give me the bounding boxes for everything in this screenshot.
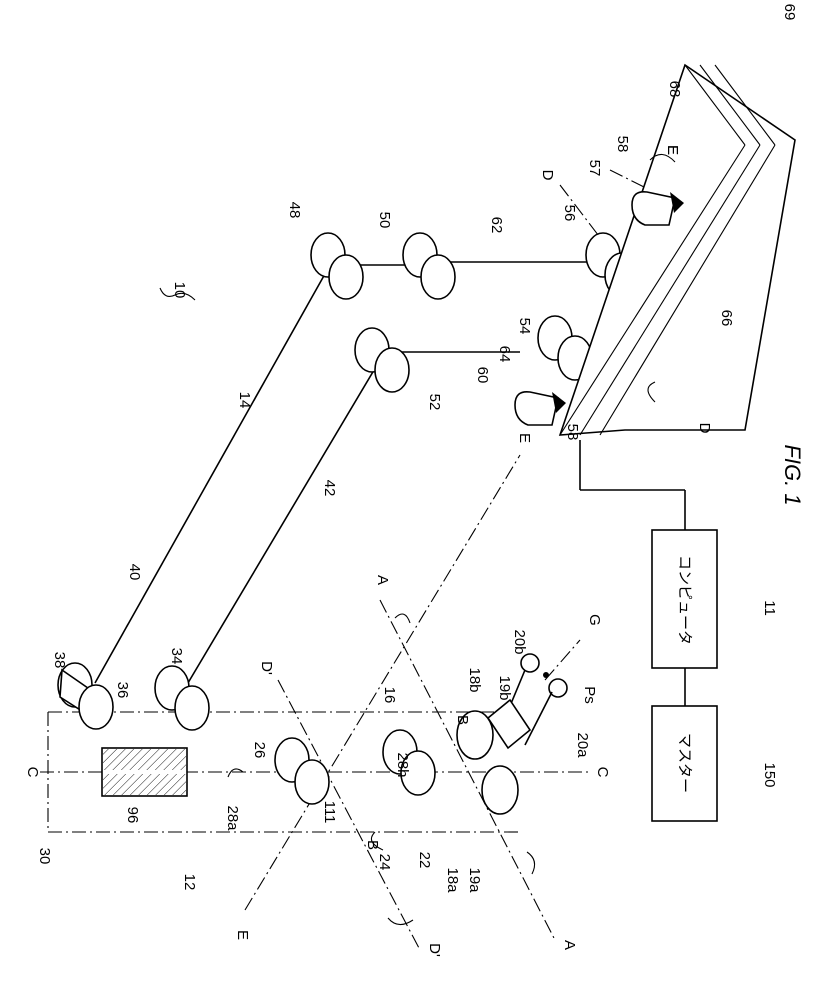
reference-numeral: 58	[614, 136, 631, 153]
arms	[95, 262, 590, 688]
axis-letter: C	[594, 767, 611, 778]
arrow-a2	[527, 852, 535, 874]
arm-42	[185, 360, 380, 688]
axis-letter: B	[454, 715, 471, 725]
figure-caption: FIG. 1	[780, 444, 805, 505]
axis-letter: D	[539, 170, 556, 181]
axis-letter: E	[664, 145, 681, 155]
reference-numeral: 36	[114, 682, 131, 699]
axis-letter: D	[696, 423, 713, 434]
reference-numeral: 14	[236, 392, 253, 409]
reference-numeral: 28h	[394, 752, 411, 777]
arrow-a	[395, 614, 410, 623]
axis-letter: A	[561, 940, 578, 950]
axis-letter: A	[374, 575, 391, 585]
reference-numeral: 96	[124, 807, 141, 824]
reference-numeral: 19b	[496, 675, 513, 700]
reference-numeral: 68	[666, 81, 683, 98]
axis-letter: B	[364, 840, 381, 850]
reference-numeral: 20b	[511, 629, 528, 654]
master-label: マスター	[676, 733, 693, 793]
sensor-ps	[488, 654, 567, 748]
joint-38	[58, 663, 113, 729]
reference-numeral: 50	[376, 212, 393, 229]
reference-numeral: 10	[171, 282, 188, 299]
computer-block-11: コンピュータ	[652, 530, 717, 668]
reference-numeral: 11	[761, 600, 778, 616]
arm-40	[95, 265, 330, 683]
reference-numeral: 111	[321, 801, 338, 824]
axis-d-prime	[278, 680, 420, 950]
axis-letter: G	[586, 614, 603, 626]
reference-numeral: 28a	[224, 805, 241, 831]
axis-letter: E	[516, 433, 533, 443]
axis-letter: E	[234, 930, 251, 940]
reference-numeral: 19a	[466, 867, 483, 893]
reference-numeral: 30	[36, 848, 53, 865]
joint-26	[275, 738, 329, 804]
reference-numeral: 24	[376, 854, 393, 871]
reference-numeral: 40	[126, 564, 143, 581]
reference-numeral: 42	[321, 480, 338, 497]
hatched-block-30	[102, 748, 187, 796]
reference-numeral: 57	[586, 160, 603, 177]
reference-numeral: 66	[718, 310, 735, 327]
axis-letter: C	[24, 767, 41, 778]
joints	[58, 233, 639, 814]
arrow-c	[228, 769, 243, 777]
reference-numeral: 69	[781, 4, 798, 21]
joint-48	[311, 233, 363, 299]
computer-label: コンピュータ	[676, 555, 693, 645]
reference-numeral: 56	[561, 205, 578, 222]
axis-letter: D'	[258, 661, 275, 675]
reference-numeral: 48	[286, 202, 303, 219]
reference-numeral: 150	[761, 762, 778, 787]
joint-52	[355, 328, 409, 392]
reference-numeral: Ps	[581, 686, 598, 704]
axis-g	[545, 640, 580, 680]
reference-numeral: 16	[381, 687, 398, 704]
joint-50	[403, 233, 455, 299]
arrow-d-prime	[388, 918, 413, 925]
reference-numeral: 62	[488, 217, 505, 234]
reference-numeral: 12	[181, 874, 198, 891]
reference-numeral: 54	[516, 318, 533, 335]
reference-numeral: 26	[251, 742, 268, 759]
reference-numeral: 22	[416, 852, 433, 869]
reference-numeral: 38	[51, 652, 68, 669]
reference-numeral: 52	[426, 394, 443, 411]
master-block-150: マスター	[652, 706, 717, 821]
joint-34	[155, 666, 209, 730]
reference-numeral: 18b	[466, 667, 483, 692]
reference-numeral: 20a	[574, 732, 591, 758]
reference-numeral: 60	[474, 367, 491, 384]
reference-numeral: 34	[168, 648, 185, 665]
reference-numeral: 58	[564, 424, 581, 441]
axis-letter: D'	[426, 943, 443, 957]
reference-numeral: 18a	[444, 867, 461, 893]
reference-numeral: 64	[496, 346, 513, 363]
